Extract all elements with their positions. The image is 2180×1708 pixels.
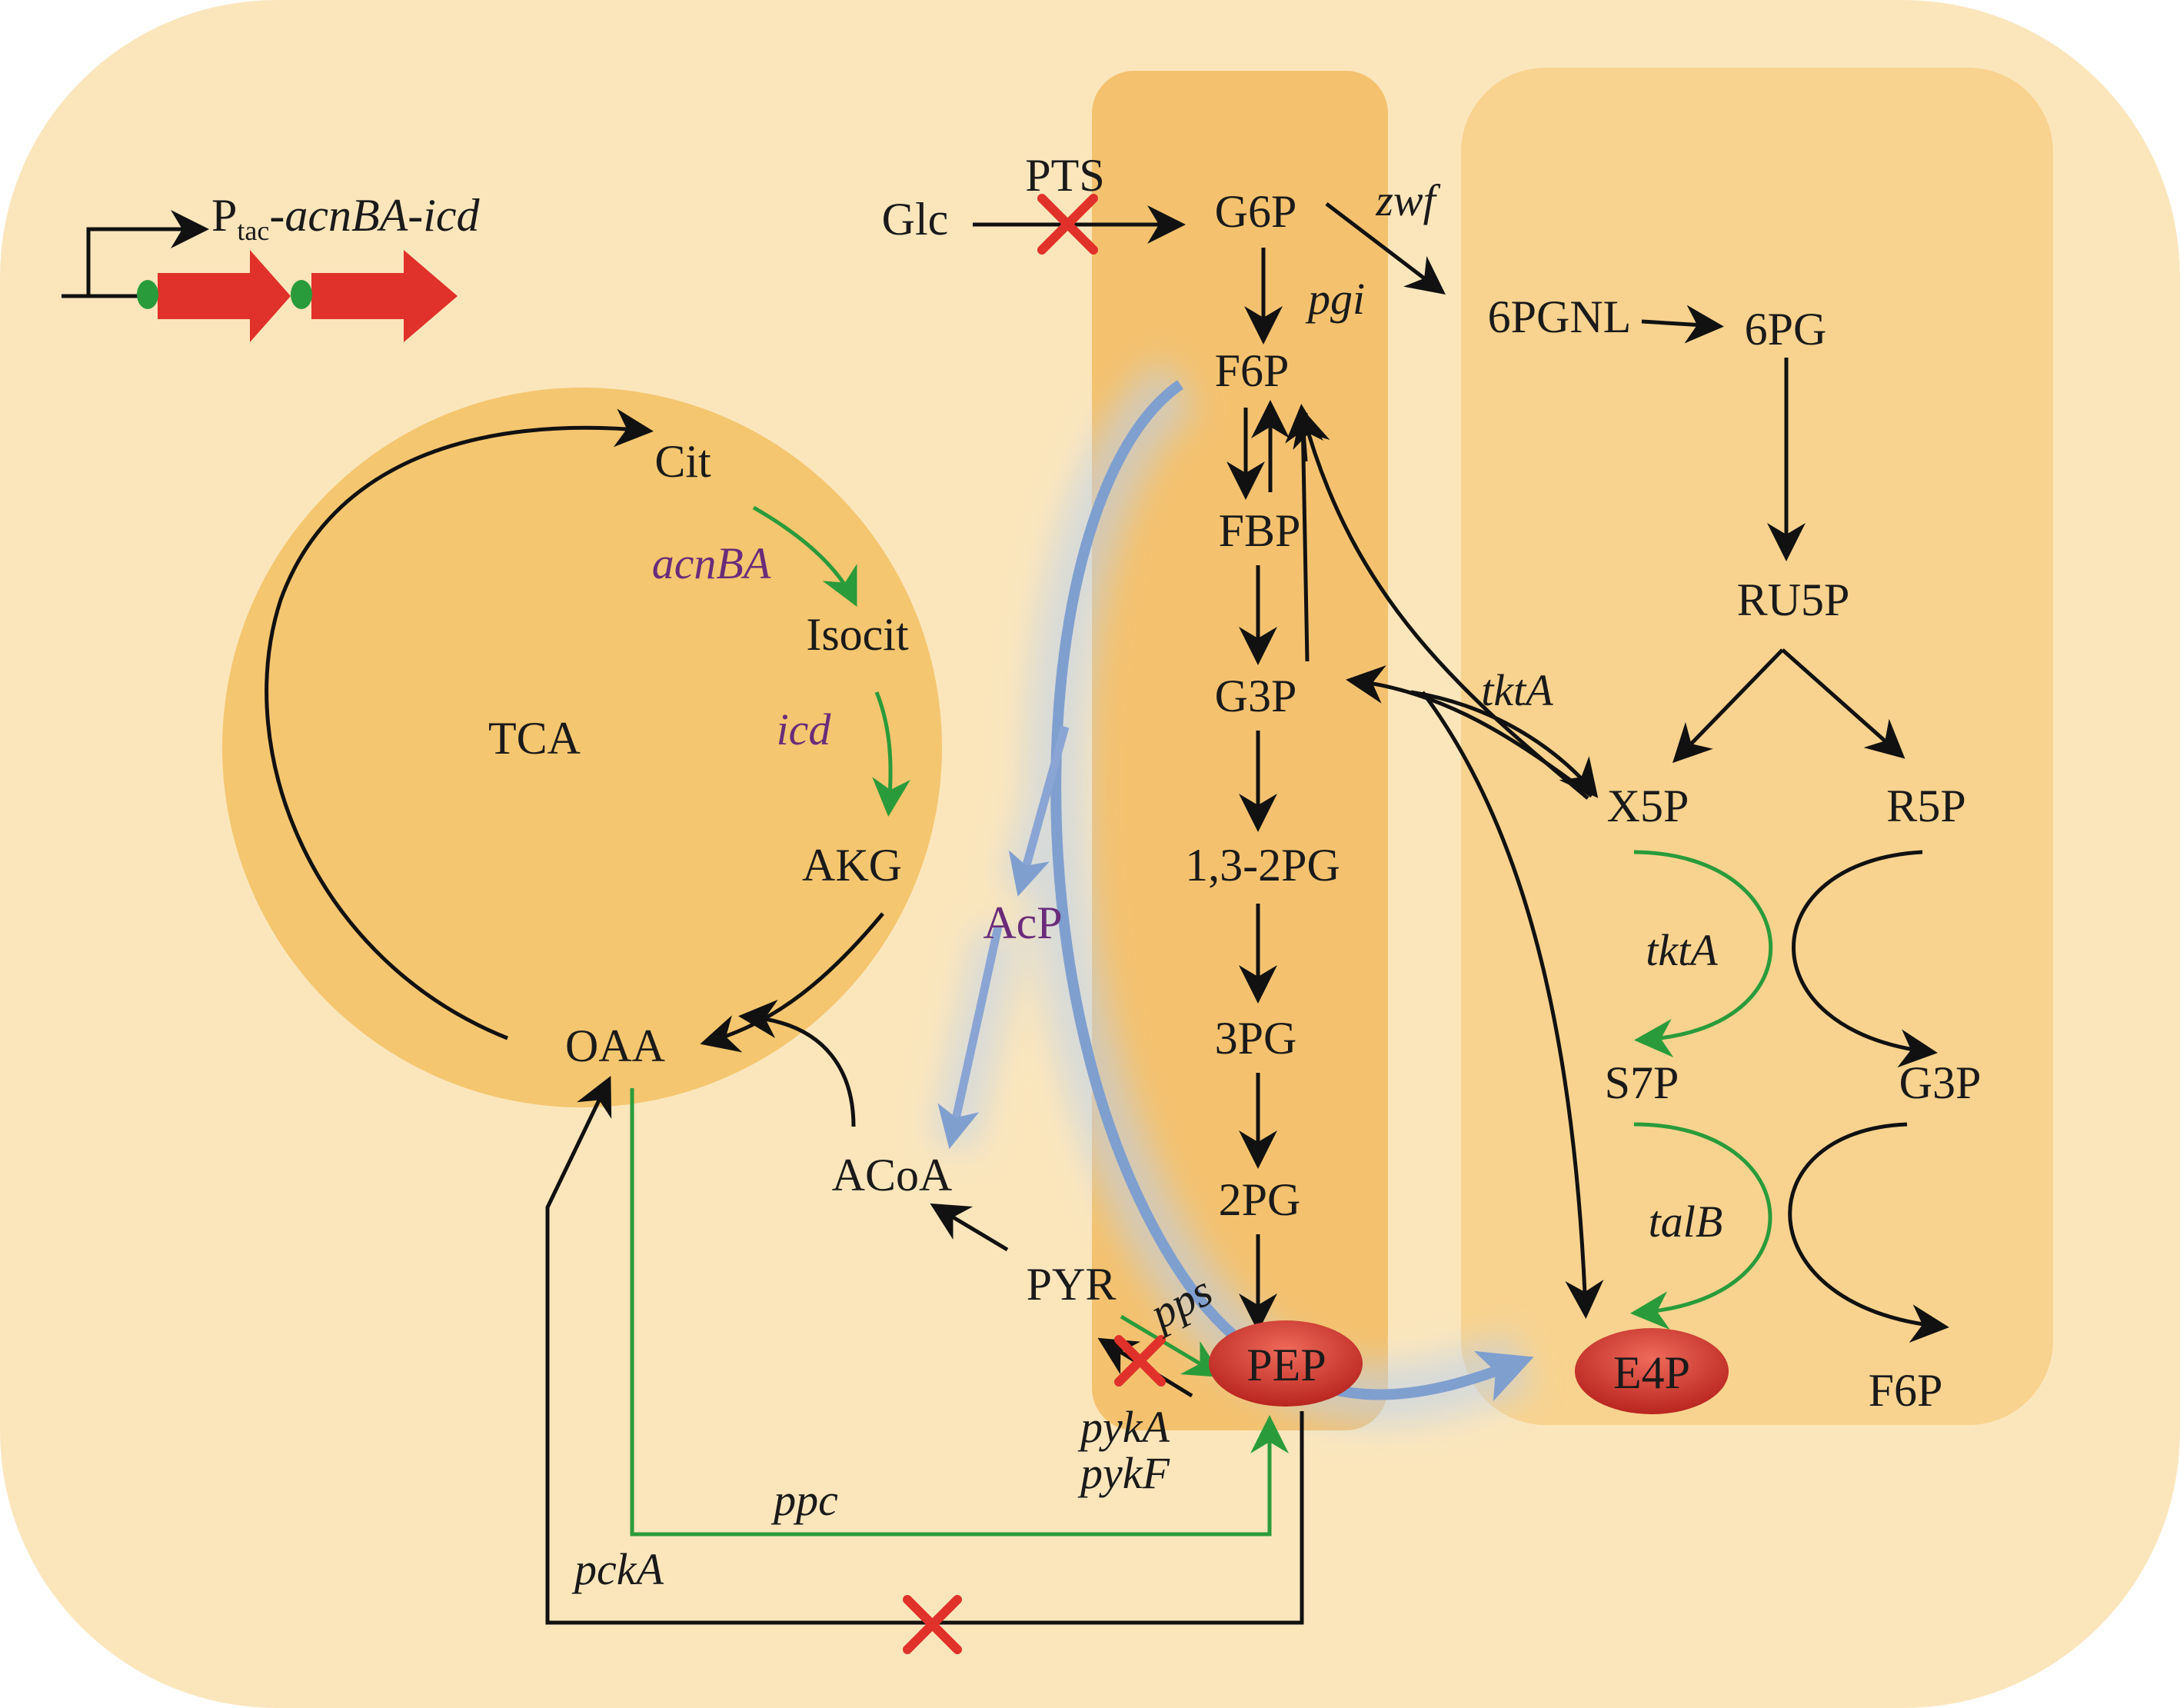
label-pgi: pgi bbox=[1305, 274, 1365, 324]
promoter-label-genes: -acnBA-icd bbox=[269, 190, 480, 241]
label-fbp: FBP bbox=[1219, 505, 1301, 556]
label-g3p-ppp: G3P bbox=[1899, 1057, 1982, 1108]
label-ru5p: RU5P bbox=[1737, 574, 1850, 625]
label-pyka: pykA bbox=[1077, 1402, 1170, 1452]
acoa-flux-arrow bbox=[937, 925, 1003, 1150]
label-3pg: 3PG bbox=[1215, 1013, 1297, 1064]
tca-cycle-circle bbox=[222, 388, 942, 1107]
label-acoa: ACoA bbox=[832, 1150, 953, 1200]
label-f6p-ppp: F6P bbox=[1869, 1365, 1943, 1416]
acp-flux-arrow bbox=[1008, 725, 1070, 897]
gene-arrow-acnba bbox=[158, 250, 291, 342]
label-e4p: E4P bbox=[1613, 1347, 1690, 1398]
promoter-label-sub: tac bbox=[237, 215, 269, 246]
pts-knockout-x bbox=[1037, 194, 1098, 255]
label-g6p: G6P bbox=[1215, 186, 1297, 237]
ppp-panel bbox=[1461, 68, 2053, 1425]
pep-highlight bbox=[1209, 1320, 1363, 1407]
label-6pgnl: 6PGNL bbox=[1488, 291, 1632, 342]
pcka-knockout-x bbox=[903, 1595, 962, 1654]
rbs-dot-2 bbox=[291, 280, 312, 309]
svg-text:Ptac-acnBA-icd: Ptac-acnBA-icd bbox=[211, 190, 481, 246]
promoter-construct: Ptac-acnBA-icd bbox=[62, 190, 481, 342]
label-oaa: OAA bbox=[565, 1020, 665, 1071]
pyk-knockout-x bbox=[1114, 1335, 1166, 1387]
label-g3p: G3P bbox=[1215, 671, 1297, 721]
label-x5p: X5P bbox=[1607, 781, 1689, 831]
rbs-dot-1 bbox=[137, 280, 158, 309]
label-pyr: PYR bbox=[1027, 1259, 1117, 1310]
label-f6p: F6P bbox=[1215, 345, 1290, 396]
label-zwf: zwf bbox=[1375, 175, 1440, 225]
label-ppc: ppc bbox=[770, 1475, 838, 1525]
label-tkta-lower: tktA bbox=[1646, 925, 1718, 975]
label-isocit: Isocit bbox=[806, 609, 909, 660]
label-akg: AKG bbox=[802, 840, 902, 891]
label-acnba: acnBA bbox=[652, 538, 771, 588]
label-pcka: pckA bbox=[571, 1544, 664, 1594]
label-cit: Cit bbox=[654, 436, 711, 487]
label-2pg: 2PG bbox=[1219, 1174, 1301, 1225]
label-r5p: R5P bbox=[1886, 781, 1965, 831]
gene-arrow-icd bbox=[311, 250, 458, 342]
label-bpg: 1,3-2PG bbox=[1185, 840, 1340, 891]
label-talb: talB bbox=[1649, 1197, 1723, 1247]
label-tca: TCA bbox=[488, 713, 581, 764]
label-6pg: 6PG bbox=[1745, 304, 1827, 355]
label-pep: PEP bbox=[1246, 1340, 1326, 1390]
label-s7p: S7P bbox=[1605, 1057, 1679, 1108]
promoter-label-p: P bbox=[211, 190, 237, 241]
flux-highlight-arrow bbox=[1050, 380, 1534, 1402]
label-icd: icd bbox=[777, 704, 832, 754]
label-pts: PTS bbox=[1025, 150, 1104, 201]
label-glc: Glc bbox=[882, 194, 949, 245]
label-pykf: pykF bbox=[1077, 1448, 1170, 1498]
label-tkta-upper: tktA bbox=[1481, 665, 1553, 715]
label-acp: AcP bbox=[983, 897, 1062, 948]
e4p-highlight bbox=[1575, 1328, 1729, 1414]
